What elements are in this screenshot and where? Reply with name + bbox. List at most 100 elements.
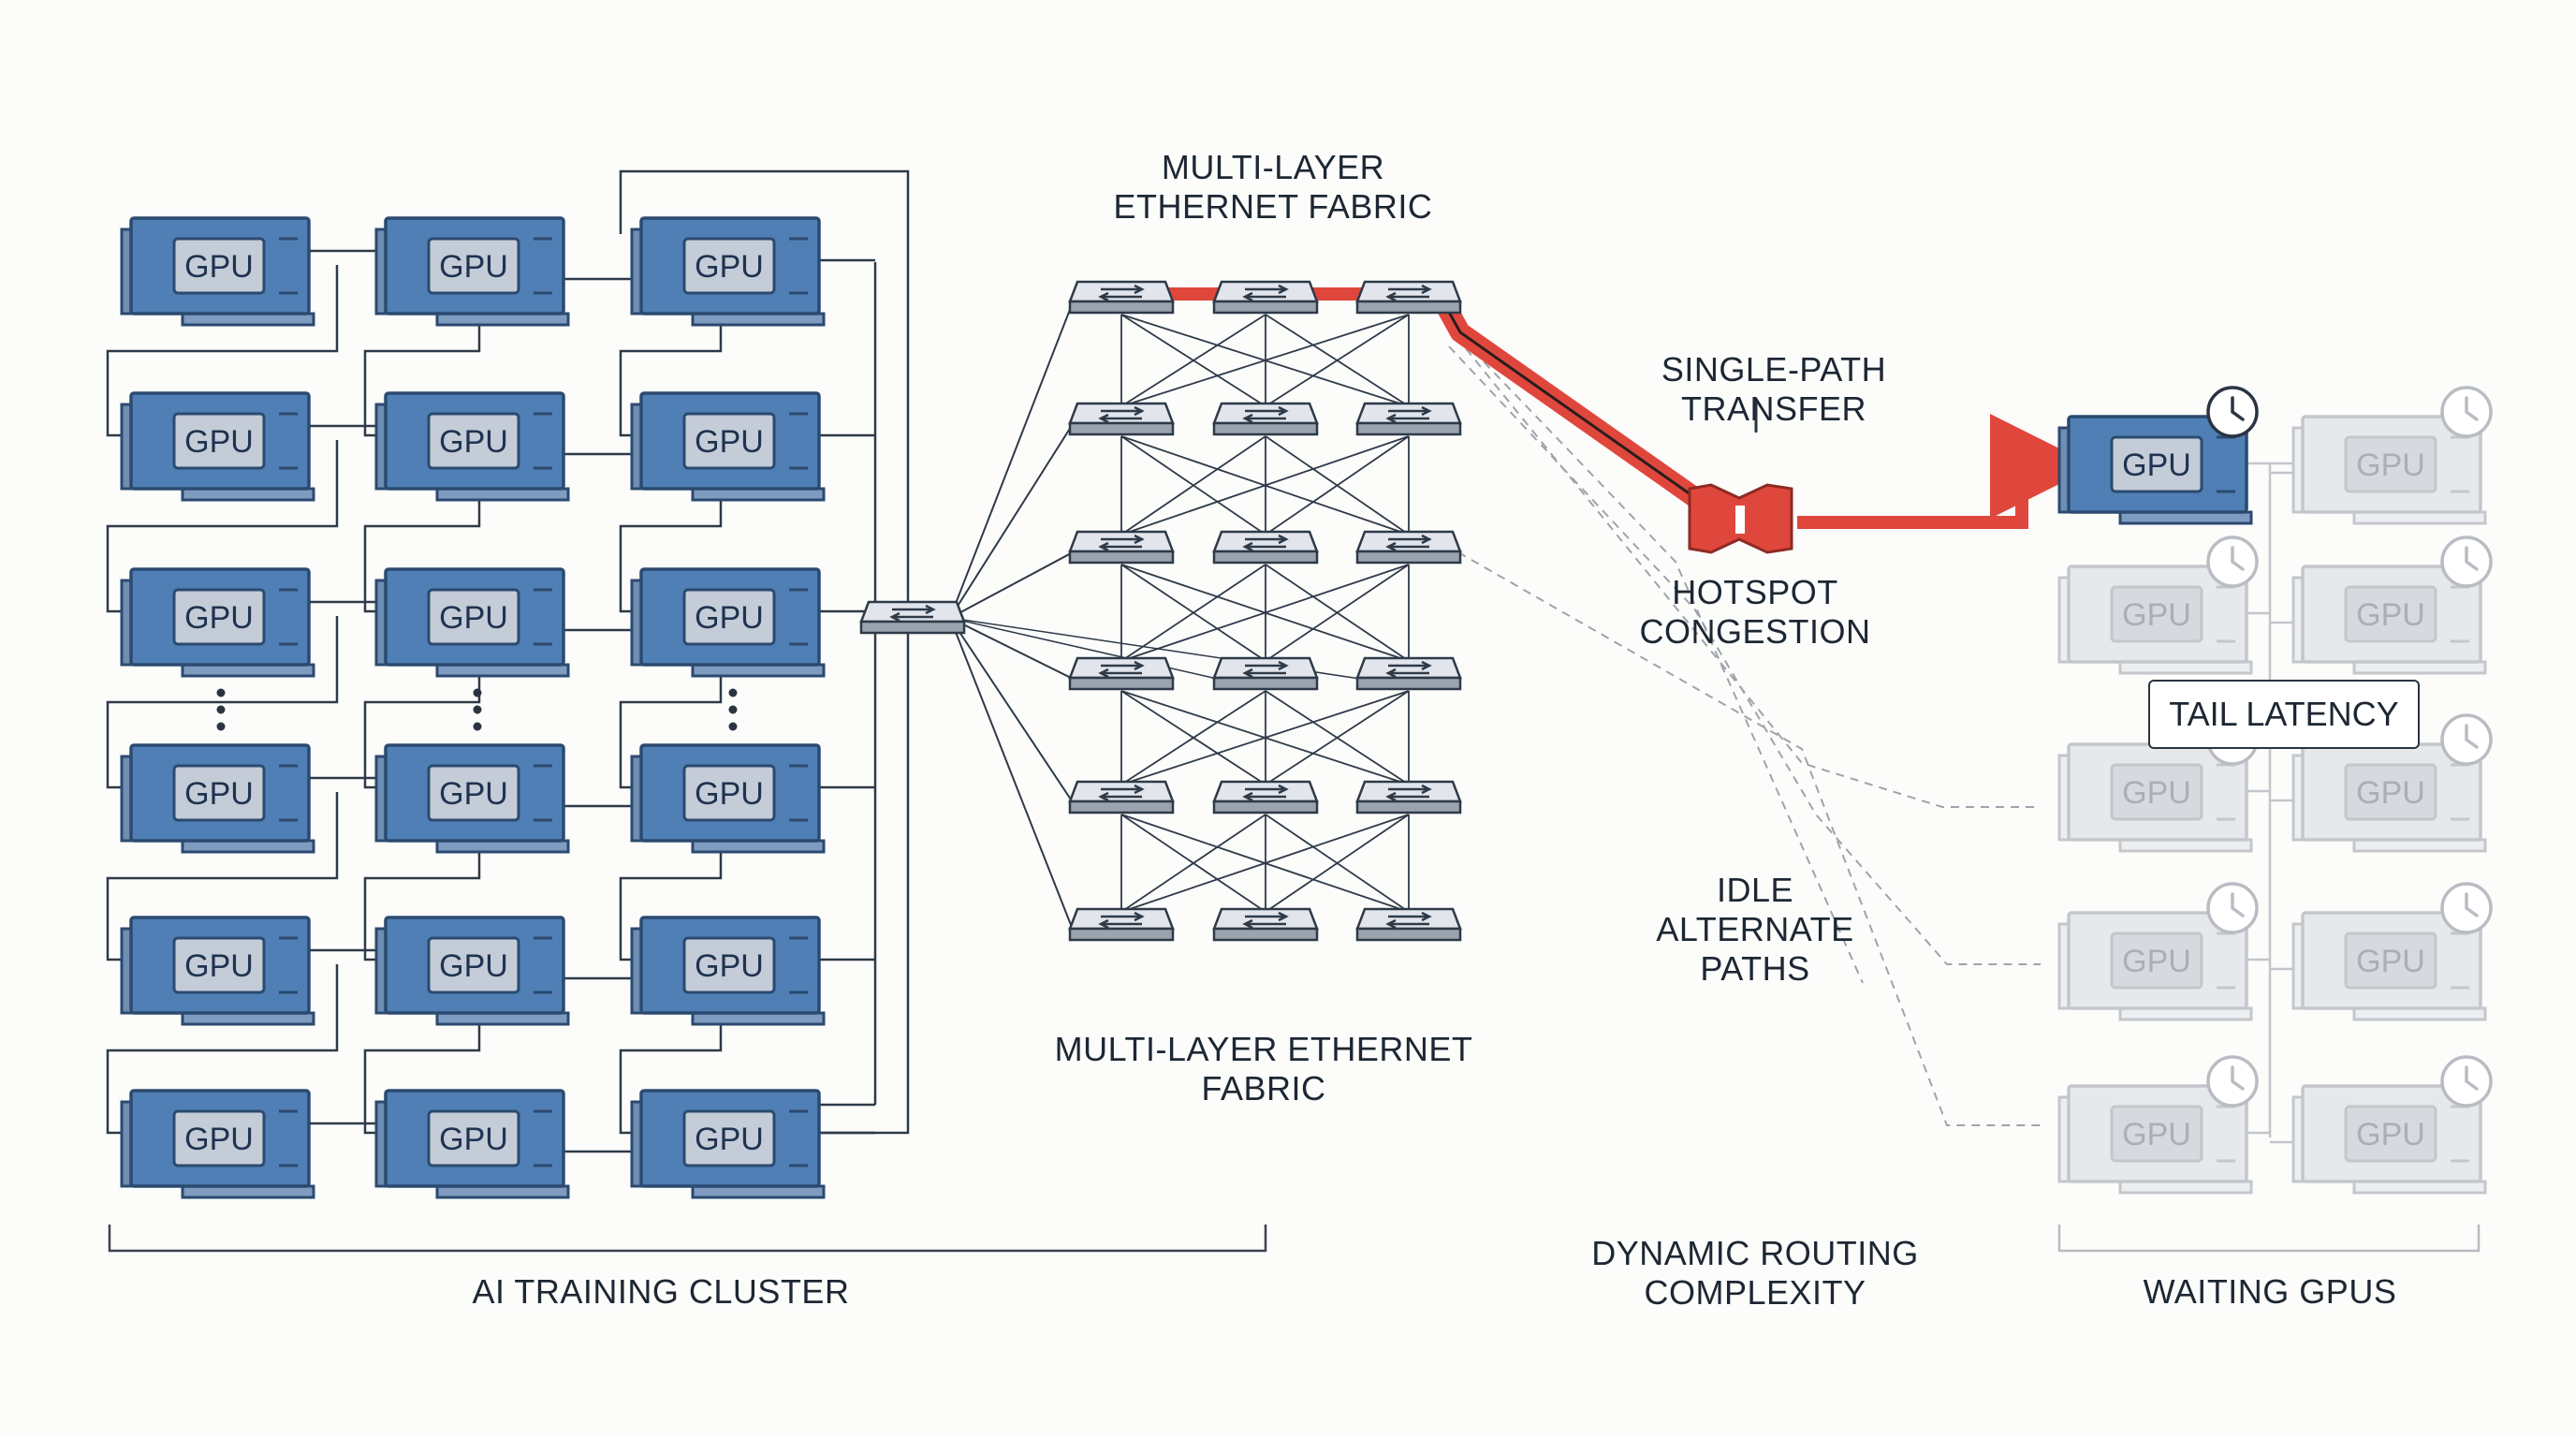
gpu-card: GPU xyxy=(120,743,315,854)
waiting-bracket xyxy=(2057,1225,2481,1253)
gpu-label: GPU xyxy=(2122,1117,2191,1152)
gpu-card: GPU xyxy=(374,216,570,327)
gpu-label: GPU xyxy=(695,776,764,812)
gpu-card: GPU xyxy=(374,916,570,1026)
active-waiting-gpu: GPU xyxy=(2057,415,2253,525)
waiting-label: WAITING GPUS xyxy=(2143,1272,2397,1311)
clock-icon xyxy=(2206,536,2259,588)
switch-icon xyxy=(1068,907,1175,942)
dashed-path xyxy=(1456,336,2041,808)
switch-icon xyxy=(1355,780,1462,814)
gpu-label: GPU xyxy=(2356,597,2425,633)
gpu-label: GPU xyxy=(2356,775,2425,811)
gpu-label: GPU xyxy=(439,776,508,812)
gpu-label: GPU xyxy=(439,1122,508,1157)
single-path-transfer xyxy=(1168,287,2095,554)
switch-icon xyxy=(1212,530,1319,565)
ellipsis-dot xyxy=(728,688,738,697)
gpu-card: GPU xyxy=(120,391,315,502)
fabric-switches xyxy=(859,280,1462,942)
switch-icon xyxy=(1212,280,1319,315)
cluster-label: AI TRAINING CLUSTER xyxy=(472,1272,850,1311)
switch-icon xyxy=(1212,780,1319,814)
switch-icon xyxy=(1355,907,1462,942)
gpu-label: GPU xyxy=(439,249,508,285)
ellipsis-dot xyxy=(473,688,482,697)
gpu-card: GPU xyxy=(374,743,570,854)
gpu-label: GPU xyxy=(2122,597,2191,633)
switch-icon xyxy=(1212,402,1319,436)
idle-alternate-paths xyxy=(1448,329,2041,1126)
ellipsis-dot xyxy=(473,722,482,731)
gpu-card: GPU xyxy=(630,743,826,854)
gpu-label: GPU xyxy=(2122,944,2191,979)
gpu-label: GPU xyxy=(439,600,508,636)
ellipsis-dot xyxy=(216,722,226,731)
gpu-label: GPU xyxy=(439,948,508,984)
waiting-gpu: GPU xyxy=(2057,565,2253,675)
dashed-path xyxy=(1448,345,2041,965)
waiting-gpu: GPU xyxy=(2291,1084,2487,1195)
switch-icon xyxy=(1355,530,1462,565)
ellipsis-dot xyxy=(473,705,482,714)
gpu-card: GPU xyxy=(374,1089,570,1199)
clock-icon xyxy=(2440,536,2493,588)
switch-icon xyxy=(1068,402,1175,436)
clock-icon xyxy=(2440,713,2493,766)
gpu-card: GPU xyxy=(630,916,826,1026)
gpu-card: GPU xyxy=(630,391,826,502)
gpu-card: GPU xyxy=(374,567,570,678)
switch-icon xyxy=(1068,280,1175,315)
gpu-label: GPU xyxy=(695,249,764,285)
switch-icon xyxy=(1355,402,1462,436)
gpu-card: GPU xyxy=(120,916,315,1026)
dashed-path xyxy=(1457,551,2041,1126)
gpu-label: GPU xyxy=(695,948,764,984)
ellipsis-dot xyxy=(728,705,738,714)
ellipsis-dot xyxy=(216,705,226,714)
gpu-card: GPU xyxy=(374,391,570,502)
cluster-wiring xyxy=(106,169,910,1153)
hot-path-arrow xyxy=(1797,414,2095,529)
gpu-label: GPU xyxy=(2122,448,2191,483)
waiting-gpu: GPU xyxy=(2057,1084,2253,1195)
decorations xyxy=(108,688,2481,1253)
gpu-label: GPU xyxy=(695,424,764,460)
clock-icon xyxy=(2440,882,2493,934)
gpu-card: GPU xyxy=(630,567,826,678)
aggregation-switch xyxy=(859,600,966,635)
clock-icon xyxy=(2440,386,2493,438)
dashed-path xyxy=(1452,329,1864,984)
switch-icon xyxy=(1355,656,1462,691)
ellipsis-dot xyxy=(216,688,226,697)
gpu-label: GPU xyxy=(439,424,508,460)
gpu-label: GPU xyxy=(184,948,254,984)
gpu-label: GPU xyxy=(2122,775,2191,811)
switch-icon xyxy=(1212,656,1319,691)
gpu-card: GPU xyxy=(120,216,315,327)
waiting-gpu: GPU xyxy=(2057,742,2253,853)
tail-latency-box: TAIL LATENCY xyxy=(2148,680,2420,749)
gpu-label: GPU xyxy=(184,1122,254,1157)
fabric-links xyxy=(949,301,1410,931)
cluster-gpus: GPU GPU GPU GPU GPU GPU GPU GPU GPU GPU GPU GPU GPU G… xyxy=(120,216,826,1199)
ellipsis-dot xyxy=(728,722,738,731)
clock-icon xyxy=(2206,386,2259,438)
cluster-bracket xyxy=(108,1225,1267,1253)
waiting-gpu: GPU xyxy=(2291,742,2487,853)
gpu-label: GPU xyxy=(695,600,764,636)
clock-icon xyxy=(2206,1055,2259,1108)
waiting-gpu: GPU xyxy=(2291,415,2487,525)
gpu-label: GPU xyxy=(184,424,254,460)
waiting-gpu: GPU xyxy=(2291,565,2487,675)
gpu-label: GPU xyxy=(695,1122,764,1157)
gpu-card: GPU xyxy=(630,1089,826,1199)
switch-icon xyxy=(1355,280,1462,315)
